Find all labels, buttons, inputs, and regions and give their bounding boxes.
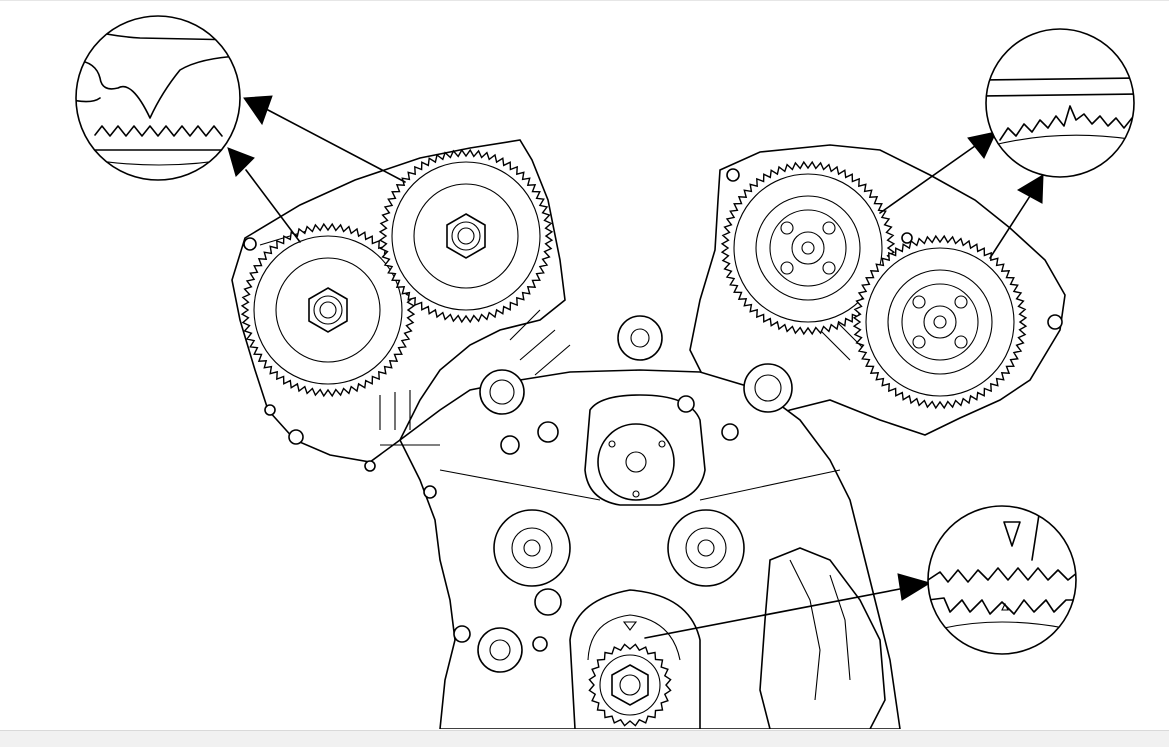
- left-callout-arrows: [227, 95, 406, 243]
- idler-boss: [617, 315, 663, 361]
- left-bank-exhaust-cam-gear-root-circle: [253, 235, 403, 385]
- left-bank-exhaust-cam-hub: [275, 257, 381, 363]
- right-bank-exhaust-cam-gear: [852, 234, 1028, 410]
- lower-left-idler: [493, 509, 571, 587]
- right-bank-exhaust-cam-hub: [887, 269, 993, 375]
- crankshaft-sprocket-hub: [611, 664, 649, 706]
- right-bank-intake-cam-gear-root-circle: [733, 173, 883, 323]
- right-callout-arrows: [879, 131, 1044, 259]
- crank-callout-arrow: [644, 573, 932, 639]
- left-bank-intake-cam-gear-root-circle: [391, 161, 541, 311]
- left-idler-pulley: [479, 369, 525, 415]
- top-border: [0, 0, 1169, 1]
- right-idler-pulley: [743, 363, 793, 413]
- water-pump-pulley: [584, 394, 706, 506]
- left-bank-intake-cam-hub: [413, 183, 519, 289]
- right-bank-exhaust-cam-gear-root-circle: [865, 247, 1015, 397]
- left-timing-mark-detail: [75, 15, 241, 181]
- right-bank-intake-cam-gear: [720, 160, 896, 336]
- crankshaft-sprocket-root-circle: [599, 654, 661, 716]
- crank-timing-mark-detail: [927, 505, 1077, 655]
- lower-right-idler: [667, 509, 745, 587]
- bottom-toolbar-strip: [0, 730, 1169, 747]
- right-bank-intake-cam-hub: [755, 195, 861, 301]
- right-timing-mark-detail: [985, 28, 1135, 178]
